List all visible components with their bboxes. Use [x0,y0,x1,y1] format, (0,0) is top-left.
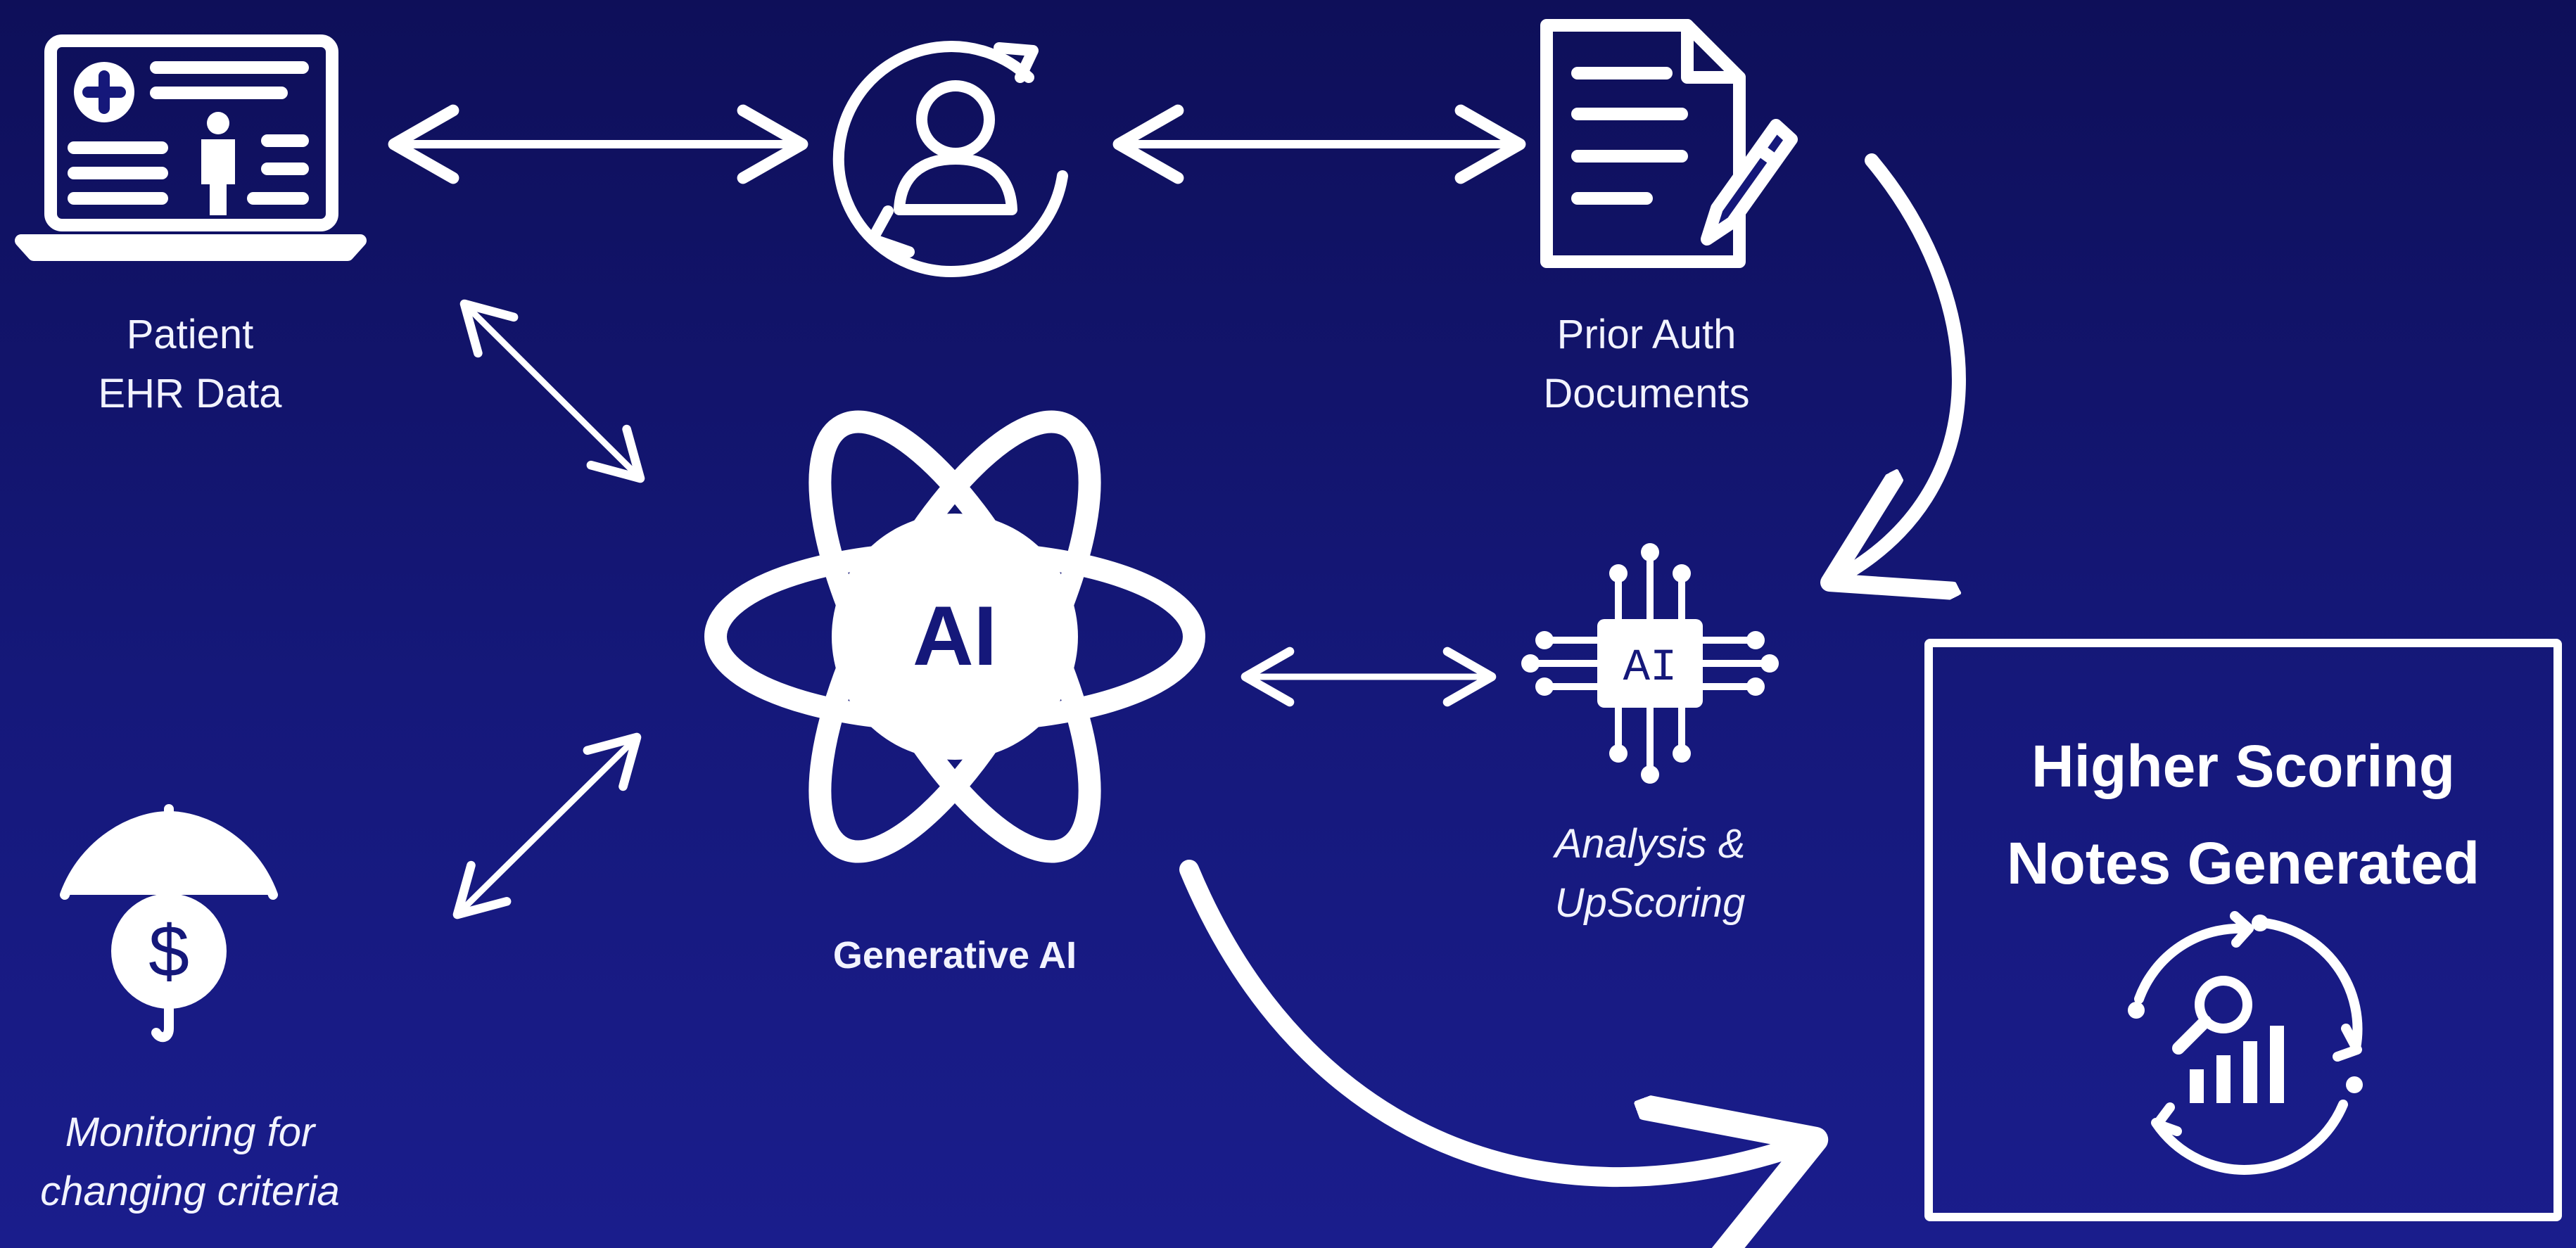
atom-ai-icon [704,410,1205,863]
prior-auth-line-1: Prior Auth [1556,312,1737,357]
analysis-line-2: UpScoring [1554,880,1746,926]
result-title: Higher Scoring Notes Generated [1933,718,2553,912]
arrow-ai-result [1179,860,1815,1177]
chip-text: AI [1623,643,1677,694]
generative-ai-text: Generative AI [832,934,1077,976]
laptop-medical-record-icon [15,34,367,261]
result-title-line-2: Notes Generated [2006,830,2480,896]
arrows [388,104,1966,1177]
patient-ehr-line-2: EHR Data [98,371,282,416]
arrow-priorauth-analysis [1829,153,1966,582]
arrow-ehr-ai [459,299,645,483]
umbrella-dollar-icon [60,804,278,1043]
analysis-line-1: Analysis & [1554,821,1746,867]
result-box: Higher Scoring Notes Generated [1924,639,2562,1221]
monitoring-line-1: Monitoring for [65,1109,315,1155]
analysis-label: Analysis & UpScoring [1502,815,1798,933]
user-cycle-icon [832,41,1068,277]
patient-ehr-line-1: Patient [126,312,254,357]
ai-chip-icon [1521,543,1779,784]
prior-auth-label: Prior Auth Documents [1516,305,1777,424]
analytics-cycle-icon [2128,911,2363,1175]
result-title-line-1: Higher Scoring [2031,733,2456,799]
monitoring-label: Monitoring for changing criteria [7,1103,373,1221]
generative-ai-label: Generative AI [779,926,1131,985]
monitoring-line-2: changing criteria [40,1169,340,1214]
document-pen-icon [1540,19,1798,268]
dollar-symbol: $ [148,911,189,993]
arrow-monitoring-ai [452,732,642,919]
ai-core-text: AI [913,589,997,683]
prior-auth-line-2: Documents [1543,371,1750,416]
patient-ehr-label: Patient EHR Data [63,305,317,424]
